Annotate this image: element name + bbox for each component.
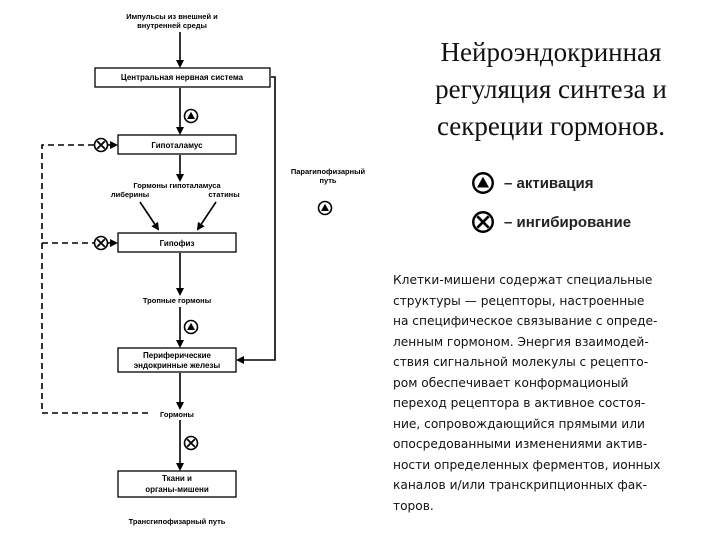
paragraph-line: ленным гормоном. Энергия взаимодей-: [393, 334, 649, 349]
activation-icon-cns-hypothalamus: [183, 108, 199, 124]
parapituitary-label-line1: Парагипофизарный: [291, 167, 366, 176]
paragraph-line: на специфическое связывание с опреде-: [393, 314, 658, 328]
peripheral-glands-label-line1: Периферические: [143, 351, 212, 360]
legend-activation-label: – активация: [504, 174, 594, 192]
activation-icon-parapituitary: [317, 200, 333, 216]
paragraph-line: ние, сопровождающийся прямыми или: [393, 416, 645, 431]
hypothalamus-box: [117, 134, 237, 155]
paragraph-line: торов.: [393, 498, 434, 513]
page-title: Нейроэндокринная регуляция синтеза и сек…: [398, 34, 704, 145]
paragraph-line: опосредованными изменениями актив-: [393, 437, 648, 451]
pituitary-label: Гипофиз: [160, 239, 195, 248]
targets-label-line1: Ткани и: [162, 474, 192, 483]
inhibition-icon: [470, 210, 496, 234]
activation-icon-tropic-glands: [183, 319, 199, 335]
transpituitary-label: Трансгипофизарный путь: [129, 517, 226, 526]
targets-box: [117, 470, 237, 498]
arrow-statins-to-pituitary: [196, 201, 217, 231]
parapituitary-label-line2: путь: [319, 176, 336, 185]
description-paragraph: Клетки-мишени содержат специальные струк…: [393, 270, 709, 516]
arrow-liberins-to-pituitary: [139, 201, 160, 231]
paragraph-line: каналов и/или транскрипционных фак-: [393, 478, 648, 492]
cns-label: Центральная нервная система: [121, 73, 244, 82]
hypothalamus-label: Гипоталамус: [151, 141, 203, 150]
paragraph-line: ром обеспечивает конформационый: [393, 375, 629, 390]
feedback-to-hypothalamus: [41, 144, 148, 414]
title-line-3: секреции гормонов.: [436, 111, 666, 141]
title-line-2: регуляция синтеза и: [435, 74, 667, 104]
inhibition-icon-hormones-targets: [183, 435, 199, 451]
parapituitary-path: [236, 76, 276, 364]
paragraph-line: переход рецептора в активное состоя-: [393, 396, 646, 410]
paragraph-line: Клетки-мишени содержат специальные: [393, 273, 653, 287]
regulation-diagram: Импульсы из внешней и внутренней среды Ц…: [41, 12, 366, 526]
statins-label: статины: [208, 190, 239, 199]
legend-inhibition: – ингибирование: [470, 210, 631, 234]
paragraph-line: ствия сигнальной молекулы с рецепто-: [393, 355, 649, 369]
hypothalamic-hormones-label: Гормоны гипоталамуса: [133, 181, 221, 190]
hormones-label: Гормоны: [160, 410, 194, 419]
inhibition-icon-feedback-hypothalamus: [93, 137, 109, 153]
activation-icon: [470, 171, 496, 195]
inhibition-icon-feedback-pituitary: [93, 235, 109, 251]
legend-inhibition-label: – ингибирование: [504, 213, 632, 231]
peripheral-glands-label-line2: эндокринные железы: [134, 361, 221, 370]
pituitary-box: [117, 232, 237, 253]
impulses-label-line1: Импульсы из внешней и: [126, 12, 218, 21]
tropic-hormones-label: Тропные гормоны: [143, 296, 211, 305]
cns-box: [94, 67, 271, 88]
title-line-1: Нейроэндокринная: [440, 37, 662, 67]
impulses-label-line2: внутренней среды: [137, 21, 207, 30]
paragraph-line: ности определенных ферментов, ионных: [393, 457, 661, 472]
liberins-label: либерины: [111, 190, 149, 199]
targets-label-line2: органы-мишени: [145, 485, 209, 494]
paragraph-line: структуры — рецепторы, настроенные: [393, 293, 645, 308]
legend-activation: – активация: [470, 171, 594, 195]
